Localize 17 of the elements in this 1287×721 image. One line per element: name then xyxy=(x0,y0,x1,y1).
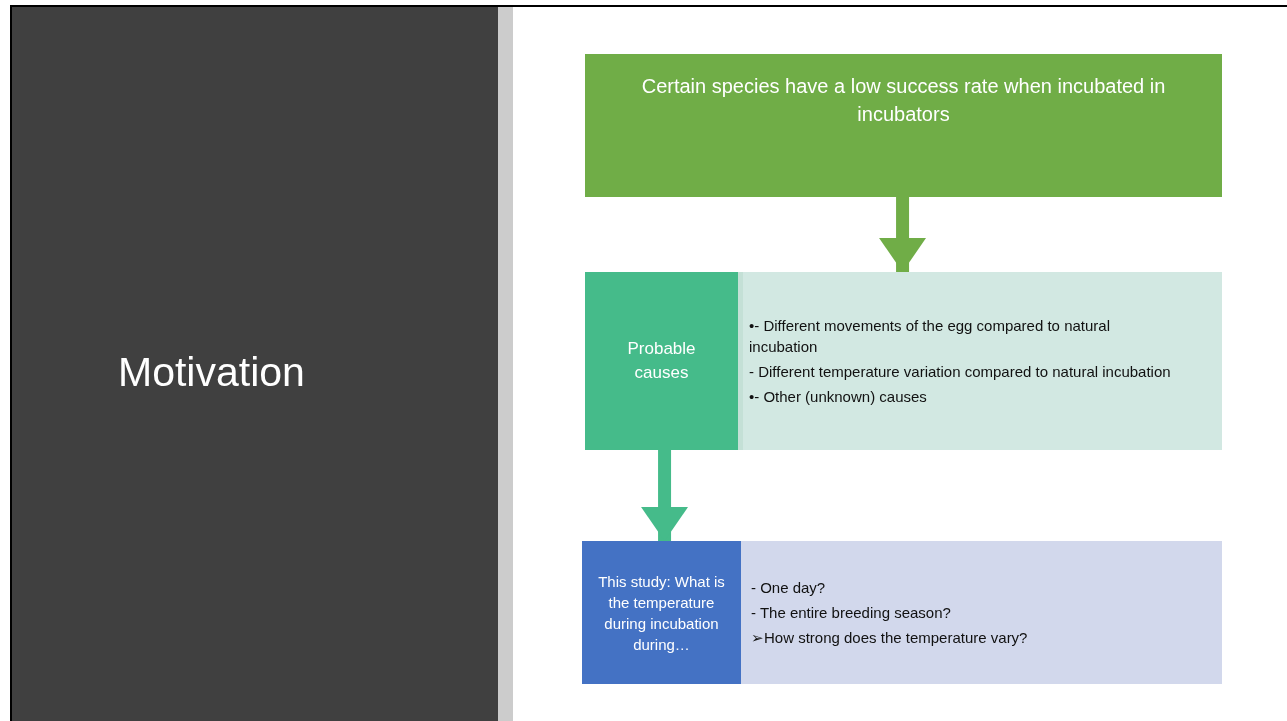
node-text: Certain species have a low success rate when incubated in incubators xyxy=(640,74,1167,127)
node-text: ➢How strong does the temperature vary? xyxy=(751,628,1029,648)
node-text: Probable causes xyxy=(626,338,697,384)
list-box xyxy=(741,541,1222,684)
category-box xyxy=(585,272,738,450)
problem-box xyxy=(585,54,1222,197)
node-text: This study: What is the temperature during incubation during… xyxy=(597,571,726,655)
node-text: •- Other (unknown) causes xyxy=(749,387,928,407)
node-text: •- Different movements of the egg compared to natural incubation xyxy=(749,316,1111,357)
slide-title: Motivation xyxy=(118,348,305,397)
question-box xyxy=(582,541,741,684)
node-text: - Different temperature variation compared to natural incubation xyxy=(749,362,1172,382)
node-text: - The entire breeding season? xyxy=(751,603,952,623)
block-arrow xyxy=(879,197,927,272)
list-box xyxy=(738,272,1222,450)
node-text: - One day? xyxy=(751,578,827,598)
block-arrow xyxy=(641,450,689,541)
